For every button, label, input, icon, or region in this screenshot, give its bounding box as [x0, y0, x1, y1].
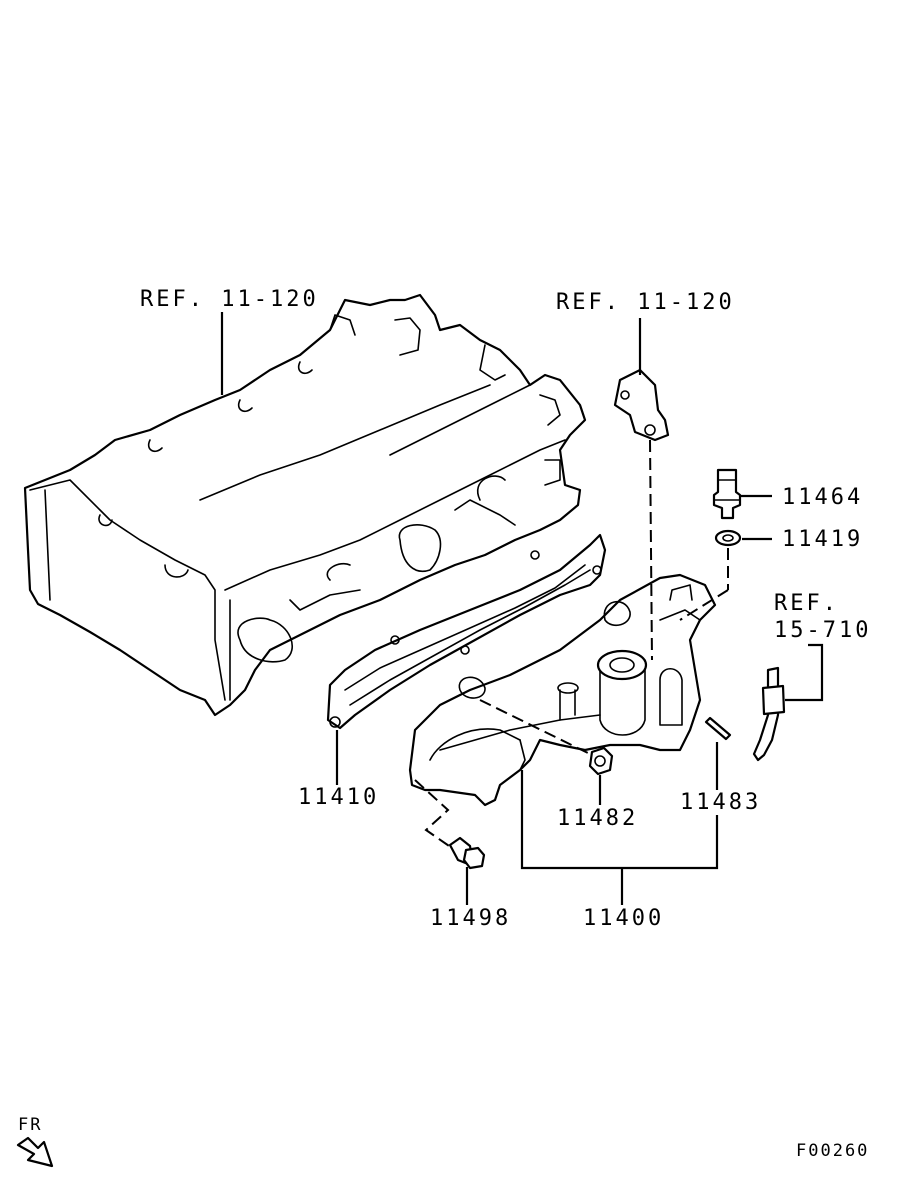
nut-11482 — [588, 746, 614, 776]
label-part-11410: 11410 — [298, 785, 380, 810]
gasket-11410 — [326, 533, 607, 730]
housing-11400 — [408, 573, 717, 807]
leader-lines — [220, 312, 824, 905]
pin-11483 — [704, 716, 732, 741]
bracket-ref — [613, 368, 670, 442]
label-part-11498: 11498 — [430, 906, 512, 931]
label-part-11482: 11482 — [557, 806, 639, 831]
washer-11419 — [714, 529, 742, 547]
sensor-11464 — [712, 468, 742, 520]
hose-ref — [752, 666, 786, 762]
label-part-11464: 11464 — [782, 485, 864, 510]
label-ref-cylinder-head: REF. 11-120 — [140, 287, 319, 312]
label-part-11483: 11483 — [680, 790, 762, 815]
orientation-label: FR — [18, 1115, 43, 1135]
cylinder-head — [23, 293, 587, 717]
label-part-11400: 11400 — [583, 906, 665, 931]
label-part-11419: 11419 — [782, 527, 864, 552]
figure-code: F00260 — [796, 1141, 870, 1161]
label-ref-hose-line1: REF. — [774, 591, 839, 616]
assembly-dash-lines — [414, 439, 729, 849]
label-ref-bracket: REF. 11-120 — [556, 290, 735, 315]
front-arrow-icon — [16, 1136, 54, 1168]
bolt-11498 — [448, 836, 486, 870]
label-ref-hose-line2: 15-710 — [774, 618, 872, 643]
